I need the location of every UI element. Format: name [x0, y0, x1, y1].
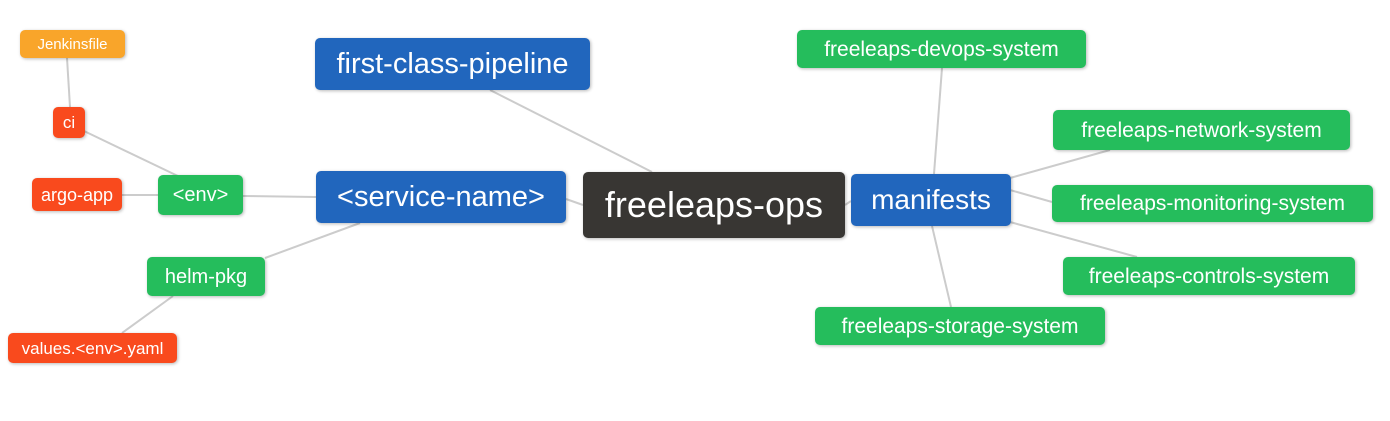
node-freeleaps-ops[interactable]: freeleaps-ops: [583, 172, 845, 238]
node-label: first-class-pipeline: [336, 47, 569, 80]
edge-manifests-to-freeleaps-storage-system: [931, 225, 952, 308]
node-label: argo-app: [40, 184, 114, 205]
node-label: freeleaps-controls-system: [1088, 264, 1330, 288]
node-label: freeleaps-storage-system: [841, 314, 1079, 338]
node-values-env-yaml[interactable]: values.<env>.yaml: [8, 333, 177, 363]
node-freeleaps-monitoring-system[interactable]: freeleaps-monitoring-system: [1052, 185, 1373, 222]
edge-service-name-to-helm-pkg: [264, 222, 361, 259]
node-jenkinsfile[interactable]: Jenkinsfile: [20, 30, 125, 58]
node-env[interactable]: <env>: [158, 175, 243, 215]
edge-service-name-to-freeleaps-ops: [565, 198, 584, 206]
node-label: freeleaps-devops-system: [824, 37, 1059, 61]
node-label: ci: [62, 113, 76, 132]
edge-helm-pkg-to-values-env-yaml: [121, 295, 174, 334]
node-freeleaps-network-system[interactable]: freeleaps-network-system: [1053, 110, 1350, 150]
node-label: <service-name>: [337, 180, 545, 213]
node-service-name[interactable]: <service-name>: [316, 171, 566, 223]
node-first-class-pipeline[interactable]: first-class-pipeline: [315, 38, 590, 90]
edge-jenkinsfile-to-ci: [66, 57, 71, 108]
edge-freeleaps-ops-to-manifests: [844, 200, 852, 206]
node-manifests[interactable]: manifests: [851, 174, 1011, 226]
node-freeleaps-storage-system[interactable]: freeleaps-storage-system: [815, 307, 1105, 345]
node-ci[interactable]: ci: [53, 107, 85, 138]
node-label: <env>: [172, 184, 229, 206]
edge-manifests-to-freeleaps-devops-system: [933, 67, 943, 175]
node-argo-app[interactable]: argo-app: [32, 178, 122, 211]
node-label: freeleaps-ops: [604, 184, 824, 225]
node-label: helm-pkg: [164, 265, 248, 288]
edge-manifests-to-freeleaps-controls-system: [1009, 221, 1138, 258]
node-label: manifests: [871, 184, 991, 215]
edge-manifests-to-freeleaps-monitoring-system: [1009, 189, 1053, 203]
edge-ci-to-env: [83, 130, 181, 178]
node-label: values.<env>.yaml: [21, 338, 164, 358]
node-label: Jenkinsfile: [37, 35, 108, 53]
edge-manifests-to-freeleaps-network-system: [1009, 149, 1111, 179]
node-freeleaps-controls-system[interactable]: freeleaps-controls-system: [1063, 257, 1355, 295]
edge-first-class-pipeline-to-freeleaps-ops: [489, 89, 653, 173]
node-label: freeleaps-network-system: [1081, 118, 1322, 142]
node-helm-pkg[interactable]: helm-pkg: [147, 257, 265, 296]
edge-env-to-service-name: [242, 195, 317, 198]
node-label: freeleaps-monitoring-system: [1080, 192, 1345, 215]
node-freeleaps-devops-system[interactable]: freeleaps-devops-system: [797, 30, 1086, 68]
